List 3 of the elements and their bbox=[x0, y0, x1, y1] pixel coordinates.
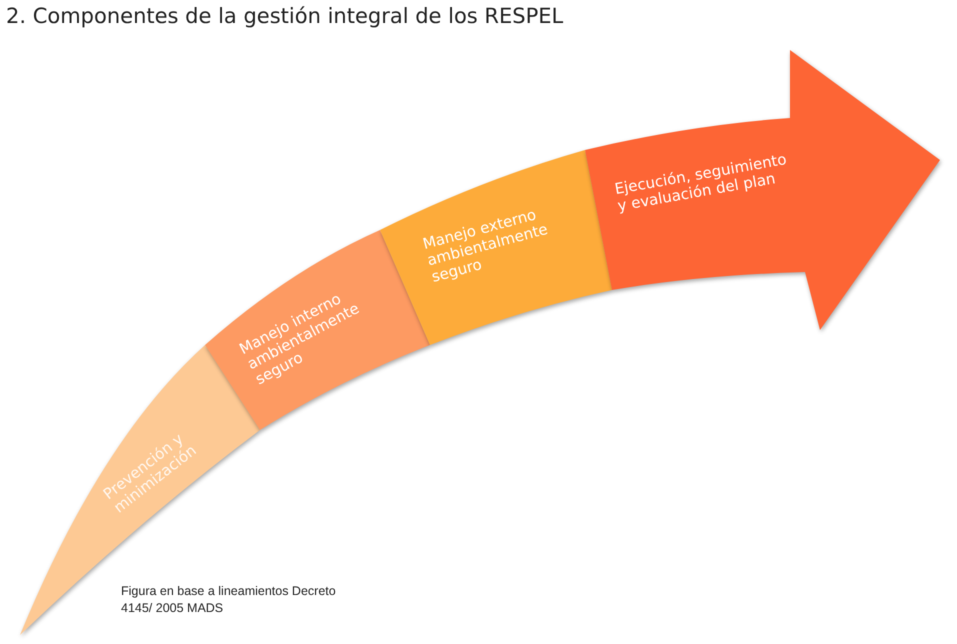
figure-caption: Figura en base a lineamientos Decreto 4145/ 2005 MADS bbox=[121, 583, 337, 617]
step-label: Ejecución, seguimiento y evaluación del plan bbox=[613, 149, 802, 215]
figure-title: 2. Componentes de la gestión integral de los RESPEL bbox=[6, 4, 564, 28]
